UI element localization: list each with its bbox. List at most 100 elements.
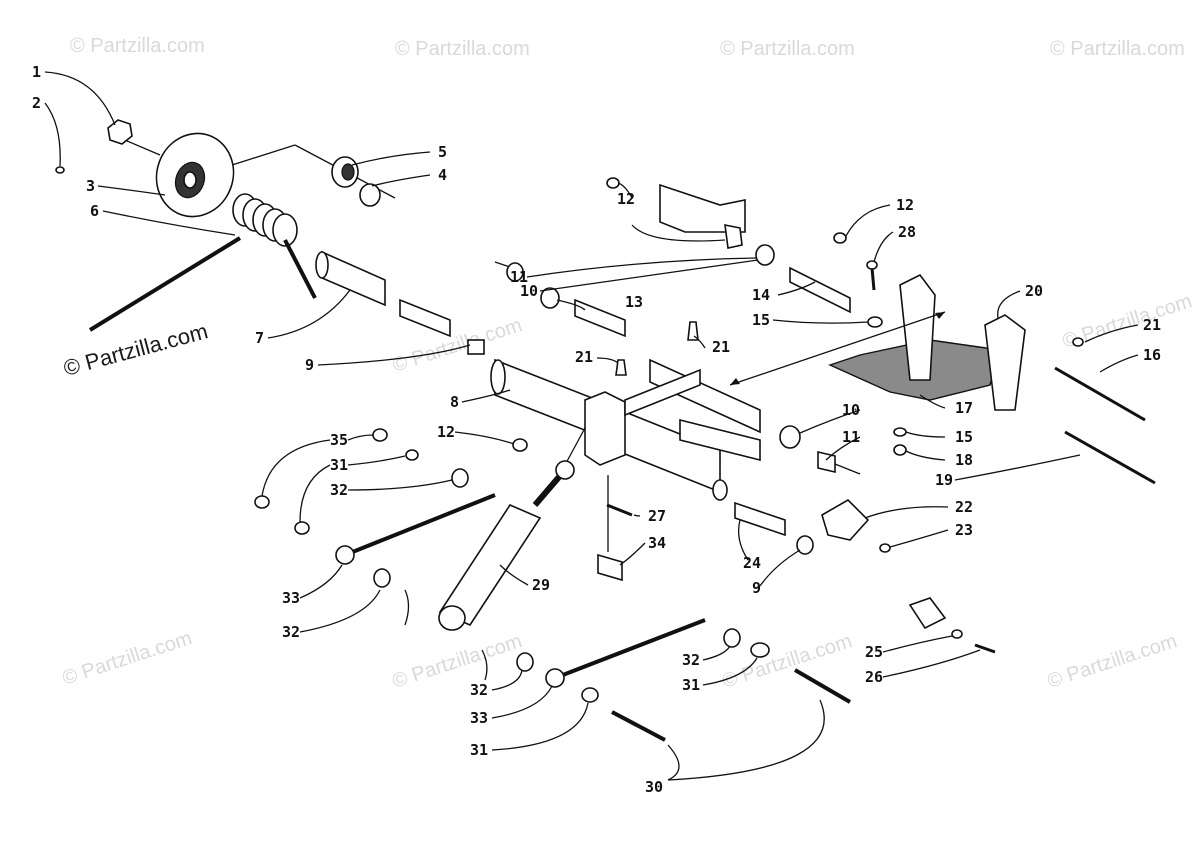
callout-28: 28 [898, 223, 916, 241]
nut-18 [893, 444, 907, 456]
watermarks: © Partzilla.com © Partzilla.com © Partzi… [60, 35, 1195, 693]
callout-9a: 9 [305, 356, 314, 374]
shock-absorber-29 [438, 503, 542, 627]
callout-12b: 12 [896, 196, 914, 214]
callout-3: 3 [86, 177, 95, 195]
washer-31c [581, 687, 599, 703]
grease-fitting-21a [615, 359, 627, 376]
bushing-33a [335, 545, 355, 565]
sleeve-9 [399, 298, 451, 338]
callout-21c: 21 [1143, 316, 1161, 334]
callout-32d: 32 [682, 651, 700, 669]
washer-31d [750, 642, 770, 658]
spring-leg [283, 239, 317, 299]
ring-4 [359, 183, 381, 207]
nut-11a [724, 223, 743, 249]
callout-18: 18 [955, 451, 973, 469]
arrowhead [730, 378, 740, 385]
arrow-line [564, 427, 586, 466]
top-bracket [659, 183, 746, 233]
callout-22: 22 [955, 498, 973, 516]
ref-curve [404, 589, 410, 626]
torsion-spring [232, 193, 298, 247]
callout-labels: 1 2 3 4 5 6 7 8 9 9 10 10 11 11 12 12 12… [32, 63, 1161, 796]
bushing-32c [516, 652, 534, 672]
watermark: © Partzilla.com [60, 627, 195, 690]
callout-32b: 32 [282, 623, 300, 641]
callout-15b: 15 [955, 428, 973, 446]
bolt-28-head [866, 260, 878, 270]
callout-5: 5 [438, 143, 447, 161]
callout-2: 2 [32, 94, 41, 112]
callout-31c: 31 [682, 676, 700, 694]
nut-2 [55, 166, 65, 174]
callout-32c: 32 [470, 681, 488, 699]
callout-27: 27 [648, 507, 666, 525]
bushing-33b [545, 668, 565, 688]
callout-31a: 31 [330, 456, 348, 474]
bushing-32a [451, 468, 469, 488]
watermark-main: © Partzilla.com [61, 318, 211, 381]
arrowhead [935, 312, 945, 319]
plate-22 [821, 499, 870, 541]
callout-9b: 9 [752, 579, 761, 597]
watermark: © Partzilla.com [395, 38, 530, 60]
callout-29: 29 [532, 576, 550, 594]
callout-26: 26 [865, 668, 883, 686]
spacer-9 [467, 339, 485, 355]
watermark: © Partzilla.com [390, 630, 525, 693]
bracket-20b [984, 314, 1026, 411]
callout-12c: 12 [437, 423, 455, 441]
bolt-28 [870, 267, 876, 291]
callout-21a: 21 [575, 348, 593, 366]
leader-lines [44, 71, 1139, 781]
watermark: © Partzilla.com [70, 35, 205, 57]
cross-tube-8b-end [712, 479, 728, 501]
grease-fitting-21c [1072, 337, 1084, 347]
frame-crossmember [624, 368, 701, 417]
nut-35b [254, 495, 270, 509]
callout-33b: 33 [470, 709, 488, 727]
washer-23 [879, 543, 891, 553]
bushing-7 [321, 250, 386, 307]
bolt-19 [1064, 430, 1156, 485]
bushing-10a [540, 287, 560, 309]
callout-25: 25 [865, 643, 883, 661]
bolt-30a [611, 710, 666, 742]
callout-4: 4 [438, 166, 447, 184]
cross-tube-8b [619, 408, 721, 494]
callout-11b: 11 [842, 428, 860, 446]
callout-16: 16 [1143, 346, 1161, 364]
callout-17: 17 [955, 399, 973, 417]
callout-23: 23 [955, 521, 973, 539]
link-rod-upper [344, 493, 496, 557]
callout-13: 13 [625, 293, 643, 311]
frame-rail [649, 358, 761, 434]
spring-arm [88, 236, 242, 332]
callout-21b: 21 [712, 338, 730, 356]
sleeve-24 [734, 501, 786, 537]
frame-arm [679, 418, 761, 462]
bolt-26 [974, 643, 996, 654]
part-drawings [55, 119, 1156, 742]
callout-15a: 15 [752, 311, 770, 329]
sleeve-14 [789, 266, 851, 314]
shock-eye-top [555, 460, 575, 480]
callout-24: 24 [743, 554, 761, 572]
callout-32a: 32 [330, 481, 348, 499]
bolt-30b [793, 668, 852, 704]
callout-7: 7 [255, 329, 264, 347]
rod-line [834, 463, 861, 475]
bushing-32d [723, 628, 741, 648]
nut-12c [512, 438, 528, 452]
callout-20: 20 [1025, 282, 1043, 300]
washer-15b [893, 427, 907, 437]
callout-30: 30 [645, 778, 663, 796]
nut-12b [833, 232, 847, 244]
bushing-10b [755, 244, 775, 266]
callout-14: 14 [752, 286, 770, 304]
nut-12a [606, 177, 620, 189]
washer-31b [294, 521, 310, 535]
bushing-7-end [315, 251, 329, 279]
